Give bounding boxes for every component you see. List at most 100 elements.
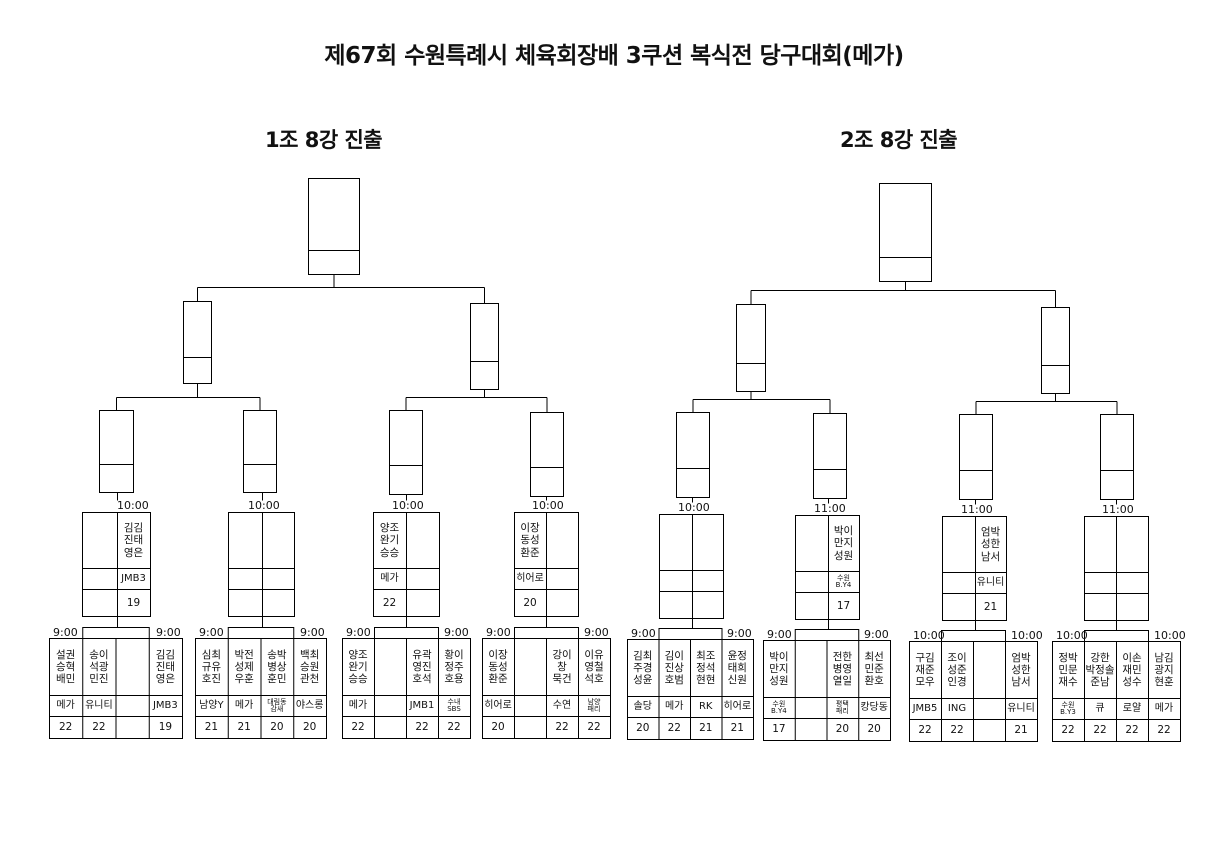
g1-r1-m2-slot2-club: 메가 (234, 700, 254, 712)
g1-r2-m1-left-club (82, 569, 117, 589)
g2-r1-m3-slot4-score: 21 (1014, 724, 1028, 737)
g1-r1-m2-slot4-score: 20 (302, 721, 317, 734)
g2-r2-m4-left-names (1084, 517, 1116, 572)
g2-r2-m4-right-names (1116, 517, 1148, 572)
g1-r1-m3-slot1-score: 22 (351, 721, 365, 734)
g1-r2-m2-left-names (228, 513, 262, 568)
g1-r2-m3-right-club (406, 569, 439, 589)
g1-r2-m2-left-club (228, 569, 262, 589)
g1-r1-m1-slot2-score: 22 (92, 721, 106, 734)
g1-r1-m1-time-right: 9:00 (156, 626, 181, 639)
g2-r1-m3-time-left: 10:00 (913, 629, 945, 642)
g2-r2-m3-left-names (942, 517, 975, 572)
g2-r2-m1-right-club (692, 571, 723, 591)
g2-r1-m2-slot4-club: 캉당동 (860, 702, 888, 714)
g2-r2-m2-left-score (795, 593, 828, 619)
g2-r2-m1-left-club (659, 571, 692, 591)
g2-r1-m3-slot4-club: 유니티 (1007, 703, 1035, 715)
g1-r1-m1-header (82, 627, 150, 639)
g1-r2-m2-right-names (262, 513, 294, 568)
group-2-title: 2조 8강 진출 (840, 128, 958, 152)
g2-r2-m3-right-score: 21 (983, 600, 998, 613)
g1-r1-m1-slot1-score: 22 (58, 721, 73, 734)
r3-box-1 (99, 410, 134, 493)
g2-r2-m1-left-score (659, 592, 692, 618)
g2-r1-m4-slot4-score: 22 (1157, 724, 1171, 737)
g1-r2-m3-left-club: 메가 (380, 573, 399, 585)
g1-r2-m2-right-score (262, 590, 294, 616)
g2-r1-m1-slot2-club: 메가 (665, 701, 684, 713)
final-box-2 (879, 183, 932, 282)
g2-r2-m4-right-club (1116, 573, 1148, 593)
g2-r1-m2-slot1-score: 17 (772, 723, 786, 736)
g2-r2-m2-box (795, 515, 860, 620)
g1-r2-m4-right-score (546, 590, 578, 616)
g2-r2-m2-right-score: 17 (836, 599, 851, 612)
g1-r1-m3-time-right: 9:00 (444, 626, 469, 639)
g2-r2-m1-right-names (692, 515, 723, 570)
g2-r2-m4-time: 11:00 (1102, 503, 1134, 516)
g2-r2-m2-time: 11:00 (814, 502, 846, 515)
final-box-1 (308, 178, 360, 275)
g1-r1-m1-slot4-score: 19 (158, 721, 173, 734)
g1-r2-m2-time: 10:00 (248, 499, 280, 512)
g2-r1-m1-slot2-score: 22 (667, 722, 681, 735)
g2-r1-m4-slot3-club: 로얄 (1122, 703, 1142, 715)
r3-box-8 (1100, 414, 1134, 500)
g2-r2-m3-time: 11:00 (961, 503, 993, 516)
g1-r1-m3-slot3-club: JMB1 (409, 700, 435, 712)
g2-r1-m1-slot1-score: 20 (636, 722, 650, 735)
g2-r1-m1-slot1-club: 솔당 (633, 701, 652, 713)
g2-r1-m1-time-right: 9:00 (727, 627, 752, 640)
g1-r1-m3-slot2-score (374, 717, 406, 738)
g2-r1-m3-slot2-club: ING (947, 703, 967, 715)
g1-r1-m4-slot3-club: 수연 (552, 700, 572, 712)
r3-box-4 (530, 412, 564, 497)
g1-r1-m2-slot2-score: 21 (237, 721, 251, 734)
g1-r1-m4-time-left: 9:00 (486, 626, 511, 639)
g1-r1-m1-slot3-score (116, 717, 149, 738)
g2-r1-m4-slot2-club: 큐 (1095, 703, 1105, 715)
g2-r1-m2-slot3-score: 20 (835, 723, 850, 736)
group-1-title: 1조 8강 진출 (265, 128, 383, 152)
g2-r1-m3-slot1-score: 22 (918, 724, 932, 737)
g2-r1-m3-slot3-score (973, 720, 1005, 741)
g2-r1-m3-slot3-names (973, 642, 1005, 698)
g2-r1-m2-time-right: 9:00 (864, 628, 889, 641)
g1-r2-m3-right-score (406, 590, 439, 616)
g1-r2-m1-left-names (82, 513, 117, 568)
r3-box-3 (389, 410, 423, 495)
r4-box-2 (470, 303, 499, 390)
g1-r1-m1-time-left: 9:00 (53, 626, 78, 639)
g2-r2-m3-box (942, 516, 1007, 621)
g1-r1-m1-slot3-names (116, 639, 149, 695)
g1-r1-m3-time-left: 9:00 (346, 626, 371, 639)
g2-r1-m1-time-left: 9:00 (631, 627, 656, 640)
g1-r1-m4-slot1-club: 히어로 (484, 700, 512, 712)
g2-r1-m3-slot3-club (973, 699, 1005, 719)
g1-r1-m3-slot2-club (374, 696, 406, 716)
g2-r2-m3-left-score (942, 594, 975, 620)
